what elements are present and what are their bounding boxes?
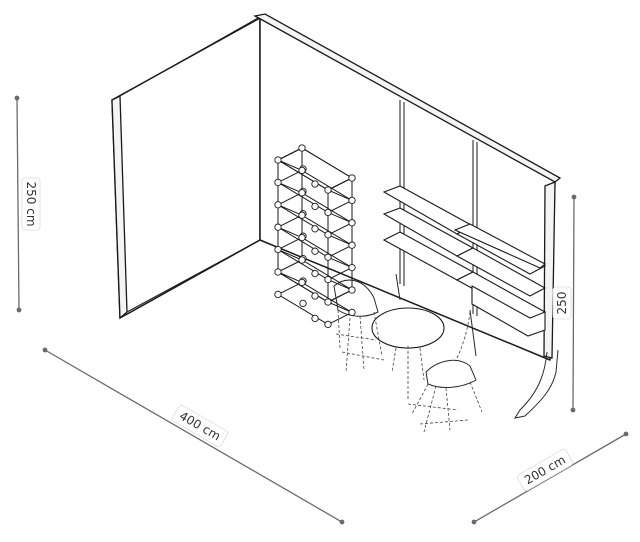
shelf-joint [348, 196, 356, 205]
shelf-joint [348, 174, 356, 182]
dimension-depth-right: 200 cm [471, 431, 629, 525]
left-wall [111, 17, 261, 320]
shelf-joint [274, 178, 282, 187]
shelf-joint [348, 286, 356, 294]
shelf-joint [274, 156, 282, 164]
shelf-joint [324, 253, 332, 261]
chair-right [407, 359, 483, 433]
shelf-brace [277, 249, 303, 261]
shelf-joint [348, 241, 356, 249]
shelf-joint [298, 166, 306, 175]
shelf-joint [324, 208, 332, 217]
shelf-joint [324, 231, 332, 239]
shelf-joint [311, 225, 319, 233]
dimension-height-left: 250 cm [14, 95, 41, 313]
shelf-joint [311, 202, 319, 211]
shelf-joint [274, 245, 282, 254]
shelf-brace [327, 189, 353, 201]
shelf-joint [324, 320, 332, 329]
shelf-brace [277, 204, 303, 216]
shelf-joint [311, 180, 319, 188]
shelf-joint [274, 223, 282, 231]
shelf-brace [327, 234, 353, 246]
shelf-joint [274, 290, 282, 299]
shelf-brace [327, 279, 353, 291]
shelf-brace [327, 256, 353, 269]
round-table [371, 307, 445, 400]
shelf-brace [327, 211, 353, 224]
wall-shelves [382, 185, 547, 337]
shelf-joint [298, 144, 306, 152]
shelf-joint [298, 189, 306, 197]
shelf-joint [274, 201, 282, 209]
cube-shelf-nodes [274, 144, 356, 329]
chair-back-right [395, 273, 477, 361]
shelf-joint [311, 269, 319, 278]
shelf-joint [311, 247, 319, 255]
right-panel-foot [513, 349, 559, 419]
shelf-joint [298, 211, 306, 219]
shelf-joint [311, 314, 319, 323]
shelf-joint [324, 186, 332, 194]
shelf-brace [277, 226, 303, 239]
height-right-label: 250 [555, 292, 569, 315]
shelf-joint [298, 278, 306, 287]
shelf-joint [324, 275, 332, 284]
shelf-joint [299, 299, 307, 308]
shelf-joint [298, 233, 306, 242]
shelf-joint [348, 219, 356, 227]
dimension-height-right: 250 [552, 194, 577, 413]
height-left-label: 250 cm [24, 181, 38, 226]
shelf-brace [327, 301, 353, 313]
shelf-joint [298, 256, 306, 264]
shelf-joint [311, 292, 319, 300]
shelf-joint [324, 298, 332, 306]
shelf-joint [274, 268, 282, 276]
shelf-joint [348, 263, 356, 272]
shelf-brace [277, 181, 303, 194]
cube-shelf [274, 144, 356, 329]
shelf-brace [277, 271, 303, 283]
chair-left [333, 279, 385, 373]
dimension-width-front: 400 cm [42, 347, 345, 525]
shelf-brace [277, 159, 303, 171]
